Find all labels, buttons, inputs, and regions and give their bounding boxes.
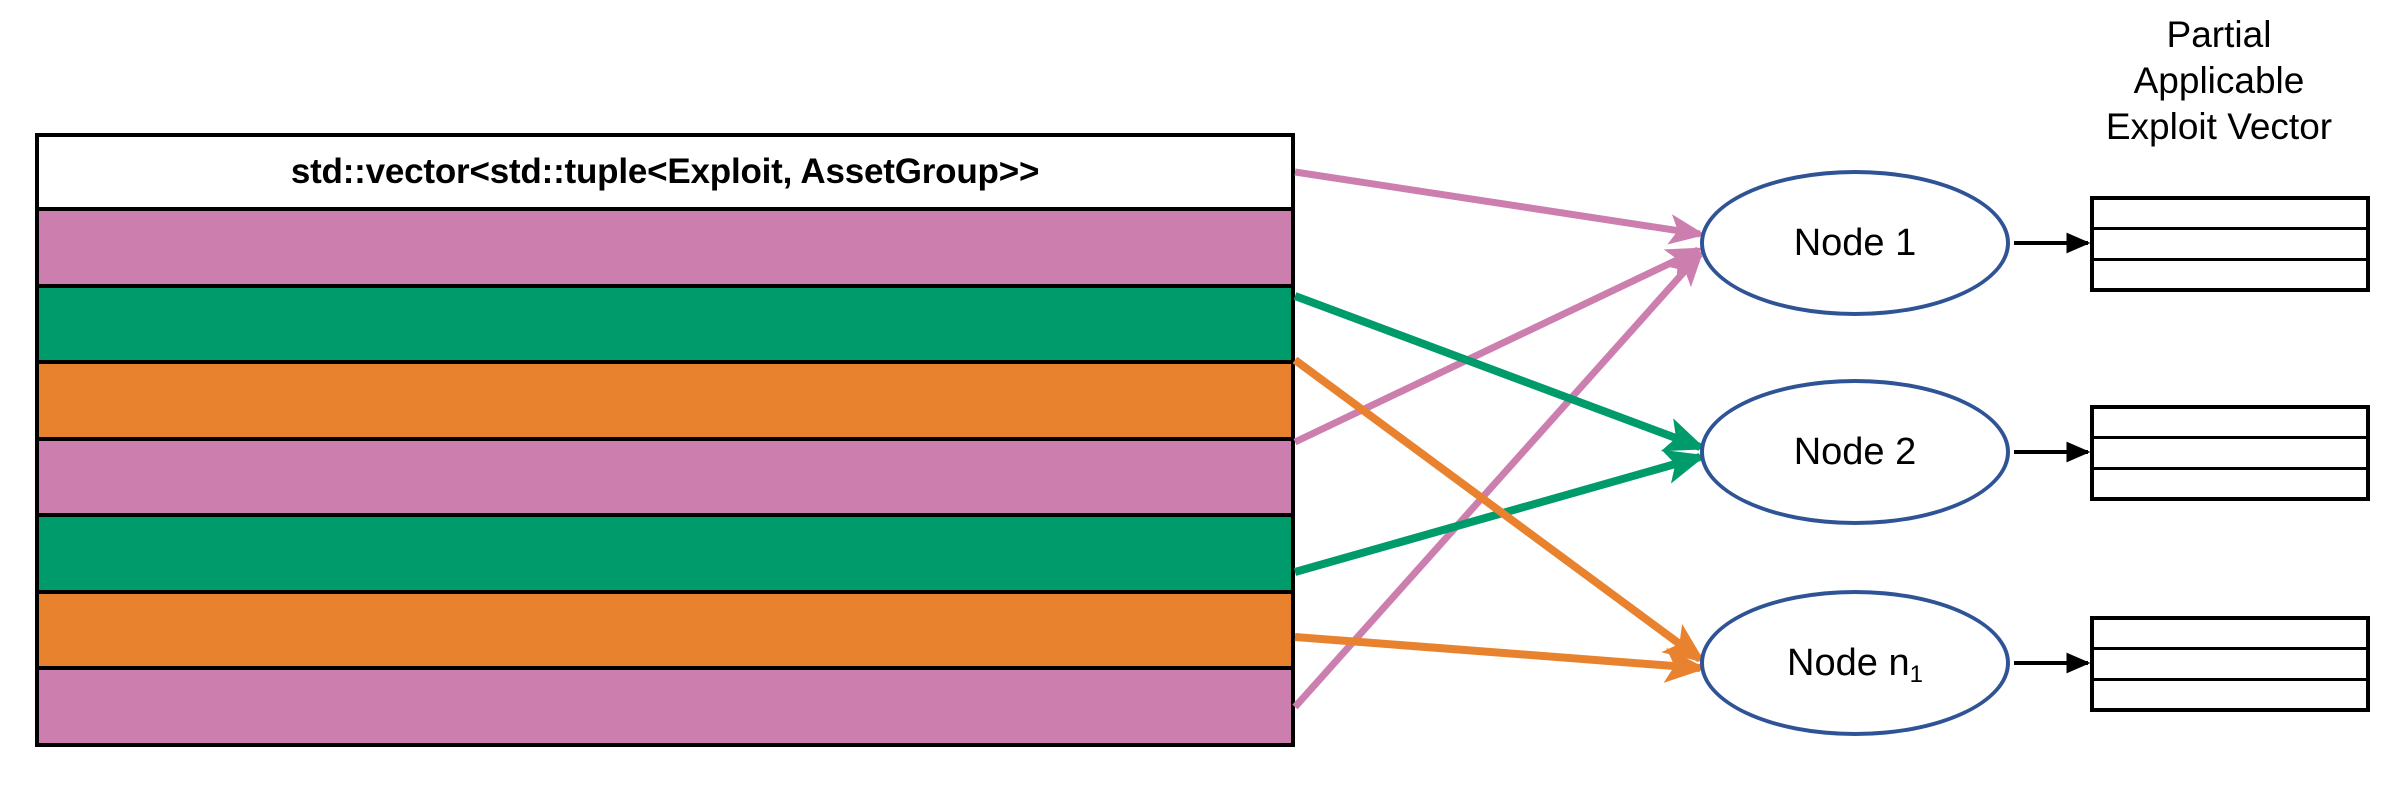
caption-line-3: Exploit Vector [2105, 105, 2333, 147]
partial-vector-2-cell-2[interactable] [2094, 470, 2366, 497]
edge-row0-node1 [1294, 168, 1706, 245]
partial-vector-3 [2090, 616, 2370, 712]
vector-row-6[interactable] [39, 670, 1291, 744]
partial-vector-2-cell-1[interactable] [2094, 439, 2366, 470]
edge-row1-node2 [1293, 292, 1706, 452]
exploit-assetgroup-vector: std::vector<std::tuple<Exploit, AssetGro… [35, 133, 1295, 747]
partial-vector-1 [2090, 196, 2370, 292]
partial-vector-3-cell-0[interactable] [2094, 620, 2366, 651]
edge-row4-node2 [1293, 449, 1707, 576]
vector-row-2[interactable] [39, 364, 1291, 441]
node-1[interactable]: Node 1 [1700, 170, 2010, 316]
edge-row6-node1 [1292, 249, 1704, 710]
node-2-label: Node 2 [1793, 430, 1917, 473]
caption-line-1: Partial [2166, 14, 2272, 55]
vector-row-1[interactable] [39, 287, 1291, 365]
partial-vector-1-cell-2[interactable] [2094, 261, 2366, 288]
partial-vector-caption: Partial Applicable Exploit Vector [2055, 12, 2383, 150]
edge-row2-noden [1292, 356, 1706, 663]
vector-row-3[interactable] [39, 440, 1291, 518]
node-1-label: Node 1 [1793, 221, 1917, 264]
edge-row5-noden [1294, 633, 1707, 683]
node-n1[interactable]: Node n1 [1700, 590, 2010, 736]
vector-row-5[interactable] [39, 593, 1291, 671]
caption-line-2: Applicable [2133, 59, 2305, 101]
vector-header-label: std::vector<std::tuple<Exploit, AssetGro… [290, 152, 1040, 191]
vector-header: std::vector<std::tuple<Exploit, AssetGro… [39, 137, 1291, 211]
partial-vector-1-cell-1[interactable] [2094, 230, 2366, 261]
node-n1-label: Node n1 [1787, 641, 1923, 688]
node-2[interactable]: Node 2 [1700, 379, 2010, 525]
vector-row-0[interactable] [39, 211, 1291, 288]
partial-vector-2 [2090, 405, 2370, 501]
node-n1-subscript: 1 [1909, 660, 1923, 688]
vector-row-4[interactable] [39, 517, 1291, 594]
partial-vector-1-cell-0[interactable] [2094, 200, 2366, 231]
partial-vector-2-cell-0[interactable] [2094, 409, 2366, 440]
partial-vector-3-cell-1[interactable] [2094, 650, 2366, 681]
partial-vector-3-cell-2[interactable] [2094, 681, 2366, 708]
edge-row3-node1 [1293, 246, 1704, 446]
